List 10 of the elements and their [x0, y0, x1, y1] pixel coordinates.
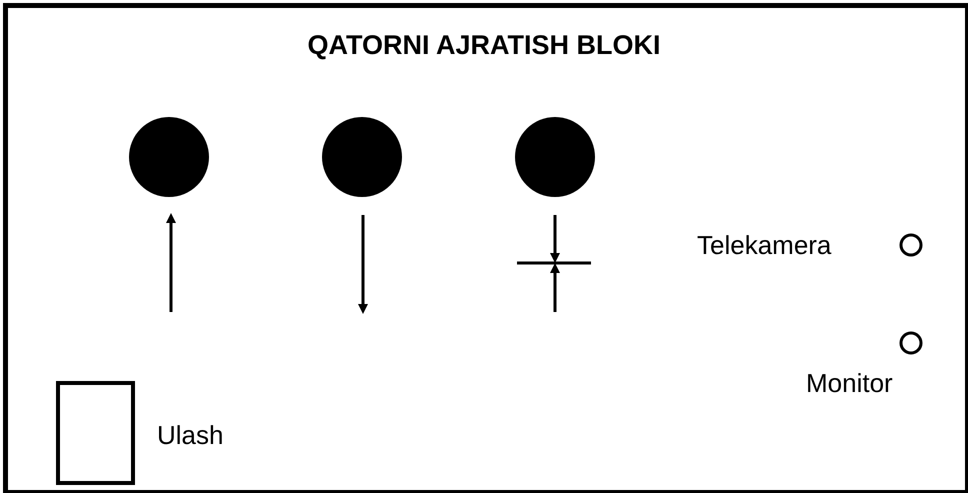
monitor-label: Monitor	[806, 368, 893, 399]
indicator-light	[900, 234, 922, 256]
indicator-lamp	[322, 117, 402, 197]
indicator-light	[900, 332, 922, 354]
panel-title: QATORNI AJRATISH BLOKI	[306, 30, 662, 61]
indicator-lamp	[515, 117, 595, 197]
switch-box	[56, 381, 135, 485]
switch-label: Ulash	[157, 420, 224, 451]
camera-label: Telekamera	[697, 230, 832, 261]
indicator-lamp	[129, 117, 209, 197]
